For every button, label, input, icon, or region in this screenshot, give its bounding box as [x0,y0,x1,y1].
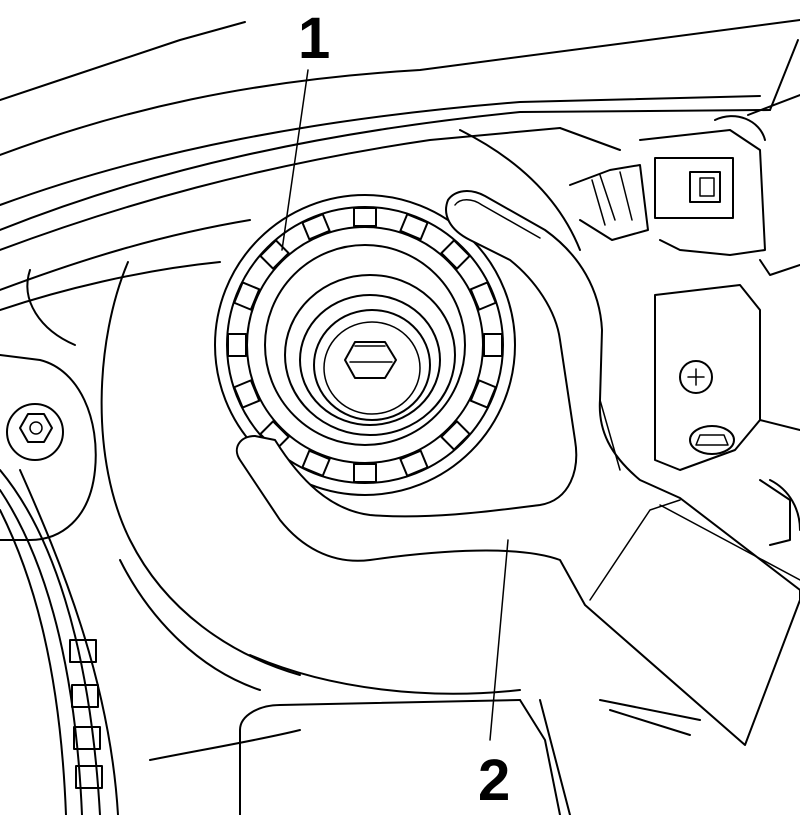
leader-line-2 [489,539,509,741]
leader-line-1 [281,69,309,251]
bolt-head-left-icon [19,413,53,443]
electrical-connector [569,94,800,276]
ring-tab [353,463,377,483]
ring-tab [233,379,261,409]
center-nut-icon [344,341,397,379]
ring-tab [301,449,331,477]
ring-tab [440,239,471,270]
right-mounting-bracket [654,284,800,546]
bolt-right-icon [679,360,713,394]
ring-tab [227,333,247,357]
spanner-wrench [235,190,800,746]
hub-cover [100,129,581,695]
ring-tab [483,333,503,357]
callout-1: 1 [298,6,330,71]
left-bracket [0,354,97,541]
left-clip-strip [0,469,119,816]
callout-2: 2 [478,748,510,813]
ring-tab [233,281,261,311]
strut-mount-ring [214,194,516,496]
lower-panel-lines [149,699,701,816]
ring-tab [259,239,290,270]
leader-lines [281,69,509,741]
ring-tab [353,207,377,227]
ring-tab [469,281,497,311]
ring-tab [469,379,497,409]
center-nut-assembly [284,274,456,436]
body-panel-lines [0,19,800,346]
ring-tab [399,449,429,477]
ring-tab [301,213,331,241]
ring-tabs [227,207,503,483]
ring-tab [399,213,429,241]
ring-tab [440,420,471,451]
